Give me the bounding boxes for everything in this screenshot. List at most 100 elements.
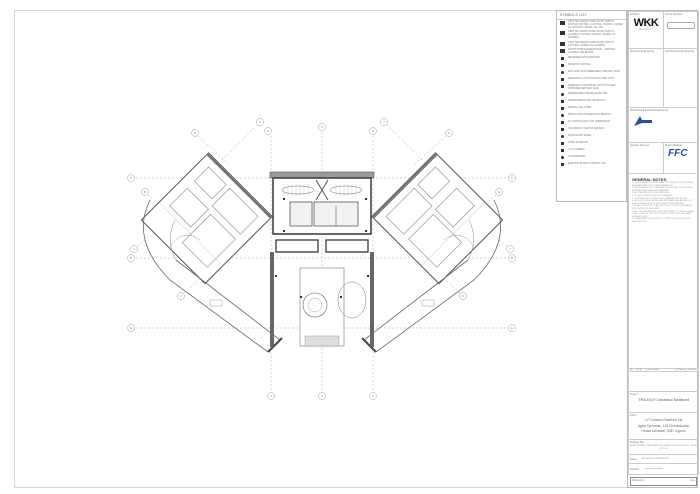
keypad-9-icon [559,21,565,25]
legend-item: 6 BUTTON SMART HOME TOUCH SWITCH - LIGHT… [557,30,626,40]
pendant-light-icon [559,64,565,68]
legend-item-text: VIDEO INTERCOM [568,141,589,144]
central-core [269,171,375,347]
legend-item-text: LOUDSPEAKER [568,155,586,158]
svg-text:A: A [194,131,196,135]
interior-cell: Interior Architect [663,11,699,49]
svg-text:7: 7 [509,247,511,251]
grid-bubble: 3 [267,392,275,400]
scene-button-icon [559,49,565,54]
interior-label: Interior Architect [665,13,683,16]
general-note: 9. ALL LIGHTING CIRCUITS TO BE CONTROLLE… [632,213,692,218]
grid-bubble: A [191,129,199,137]
svg-text:2: 2 [180,294,182,298]
recessed-downlight-icon [559,57,565,61]
drawing-title-cell: Drawing Title NORTH TOWER - PROPOSED ELE… [628,439,699,455]
legend-item-text: DOOR ENTRY PANEL [568,134,592,137]
legend-item: 4 BUTTON SMART HOME TOUCH SWITCH - LIGHT… [557,41,626,49]
legend-item: LOUDSPEAKER [557,155,626,162]
legend-item: SMART HOME SCENE BUTTON - CONTROL LIGHTI… [557,48,626,56]
legend-item-text: MANUAL CALL POINT [568,106,592,109]
legend-item-text: ELECTRIC BLINDS CONTROL UNIT [568,162,607,165]
keypad-4-icon [559,41,565,46]
svg-text:1: 1 [259,120,261,124]
legend-item-text: 4 BUTTON SMART HOME TOUCH SWITCH - LIGHT… [568,41,616,47]
legend-item: EMERGENCY BULKHEAD LIGHT WITH SELF-CONTA… [557,84,626,92]
client-line-2: Agios Tychonas, 118 Christodoulou [637,423,690,428]
project-cell: Project TRILOGY Limassol Seafront [628,391,699,413]
legend-item-text: OCCUPANCY / MOTION SENSOR [568,127,604,130]
exit-light-icon [559,71,565,75]
general-note: 1. THIS DRAWING IS TO BE READ IN CONJUNC… [632,182,694,187]
heat-detector-icon [559,100,565,104]
emergency-bulkhead-icon [559,85,565,89]
client-line-3: House Limassol, 3087 Cyprus [641,429,686,433]
svg-text:D: D [511,256,514,260]
revision-header: Description [647,369,678,371]
symbols-legend: SYMBOLS LIST 9 BUTTON SMART HOME TOUCH S… [556,10,627,202]
grid-bubble: 3 [264,127,272,135]
grid-bubble: 1 [256,118,264,126]
svg-text:3: 3 [270,394,272,398]
client-line-1: L.P Limassol Seafront Ltd [644,418,683,422]
revision-header: Date [637,369,648,371]
mep-cell: Mechanical & Electrical Engineering [628,107,699,143]
grid-bubble: C [508,174,516,182]
legend-item: 9 BUTTON SMART HOME TOUCH SWITCH - MASTE… [557,20,626,30]
grid-bubble: F [445,129,453,137]
mep-label: Mechanical & Electrical Engineering [630,109,669,112]
general-notes-cell: GENERAL NOTES 1. THIS DRAWING IS TO BE R… [628,173,699,369]
legend-item: EXIT LIGHT WITH EMERGENCY BATTERY PACK [557,70,626,77]
quantity-label: Quantity Surveyor [630,144,650,147]
architect-sub: ARCHITECTS [639,29,653,31]
svg-text:C: C [130,176,133,180]
grid-bubble: 5 [369,127,377,135]
svg-text:B: B [144,190,146,194]
legend-title: SYMBOLS LIST [557,11,626,20]
grid-bubble: 5 [369,392,377,400]
grid-bubble: E [508,324,516,332]
svg-text:3: 3 [267,129,269,133]
legend-item: OCCUPANCY / MOTION SENSOR [557,127,626,134]
title-block: Architect WKK ARCHITECTS Interior Archit… [627,10,699,488]
legend-item-text: 9 BUTTON SMART HOME TOUCH SWITCH - MASTE… [568,21,624,29]
legend-item-text: EXIT LIGHT WITH EMERGENCY BATTERY PACK [568,70,621,73]
svg-text:C: C [511,176,514,180]
revision-cell: Revision revision description [628,463,699,475]
grid-bubble: 1 [130,245,138,253]
civil-label: Civil Structural Engineering [665,50,694,53]
door-contact-icon [559,135,565,139]
general-note: 3. ALL DIMENSIONS IN MILLIMETRES. [632,192,670,195]
drawing-title: NORTH TOWER - PROPOSED ELECTRICAL LIGHTI… [629,445,698,450]
svg-text:7: 7 [383,120,385,124]
general-note: 7. FINAL POSITIONS OF ALL FITTINGS TO BE… [632,205,693,210]
grid-bubble: B [141,188,149,196]
call-point-icon [559,107,565,111]
general-note: 5. CONTRACTOR TO VERIFY ALL DIMENSIONS O… [632,197,688,200]
svg-text:E: E [511,326,513,330]
client-cell: Client L.P Limassol Seafront Ltd Agios T… [628,412,699,440]
legend-item: FIRE ALARM SOUNDER WITH BEACON [557,113,626,120]
legend-item-text: FIRE ALARM SOUNDER WITH BEACON [568,113,611,116]
grid-bubble: 4 [318,123,326,131]
architect-cell: Architect WKK ARCHITECTS [628,11,664,49]
legend-item: EMERGENCY LIGHT WITH BATTERY PACK [557,77,626,84]
legend-item-text: RECESSED LED DOWNLIGHT [568,56,601,59]
svg-text:D: D [130,256,133,260]
svg-text:5: 5 [372,129,374,133]
revision-header: Checked [687,369,698,371]
pm-label: Project Manager [665,144,683,147]
status-value: AUTHORITY SUBMISSION [641,457,669,460]
legend-item: CCTV CAMERA [557,148,626,155]
legend-item: AC CONTROLLER / FCU THERMOSTAT [557,120,626,127]
right-wing-apartment [361,152,504,353]
grid-bubble: 6 [459,292,467,300]
general-note: 8. ANY DISCREPANCIES TO BE REPORTED TO T… [632,210,695,213]
svg-text:4: 4 [321,394,323,398]
wkk-logo: WKK [633,17,659,29]
legend-item-text: AC CONTROLLER / FCU THERMOSTAT [568,120,611,123]
legend-item: DOOR ENTRY PANEL [557,134,626,141]
svg-text:4: 4 [321,125,323,129]
grid-bubble: D [127,254,135,262]
